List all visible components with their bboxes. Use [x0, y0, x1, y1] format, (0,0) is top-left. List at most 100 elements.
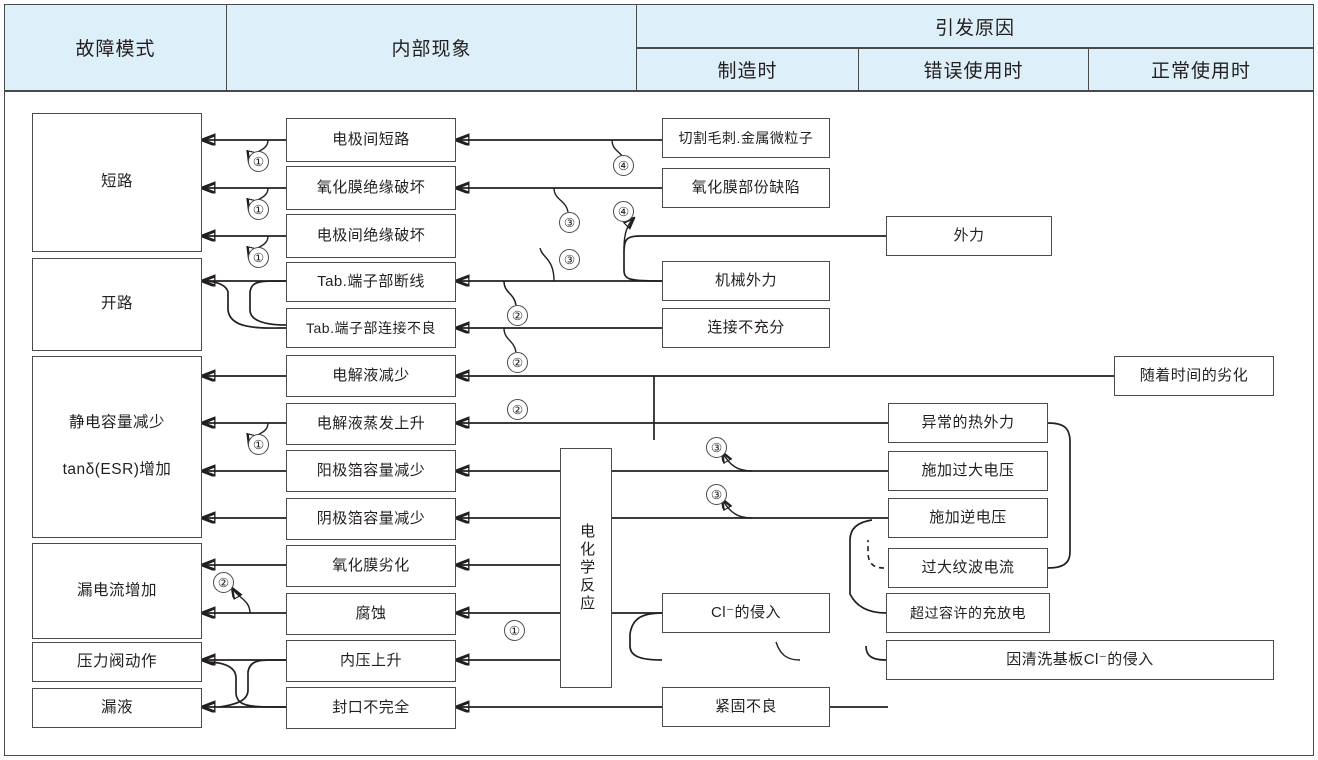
cause-external-force[interactable]: 外力 [886, 216, 1052, 256]
internal-electrolyte-evp-label: 电解液蒸发上升 [316, 414, 426, 432]
header-sub-manufacture: 制造时 [636, 48, 858, 91]
marker-3-c-label: ③ [710, 441, 723, 455]
internal-tab-break[interactable]: Tab.端子部断线 [286, 262, 456, 302]
header-sub-normal-label: 正常使用时 [1150, 61, 1251, 82]
cause-cl-wash[interactable]: 因清洗基板Cl⁻的侵入 [886, 640, 1274, 680]
marker-2-d: ② [213, 572, 234, 593]
header-sub-misuse: 错误使用时 [858, 48, 1088, 91]
internal-oxide-degrade[interactable]: 氧化膜劣化 [286, 545, 456, 587]
cause-burr-label: 切割毛刺.金属微粒子 [678, 129, 814, 146]
cause-cl-intrusion-label: Cl⁻的侵入 [710, 603, 782, 621]
failure-mode-open-label: 开路 [100, 295, 133, 313]
marker-1-b: ① [248, 199, 269, 220]
cause-bad-crimp[interactable]: 紧固不良 [662, 687, 830, 727]
cause-cl-wash-label: 因清洗基板Cl⁻的侵入 [1006, 650, 1154, 668]
marker-3-b-label: ③ [563, 253, 576, 267]
marker-4-b: ④ [613, 201, 634, 222]
cause-ripple-current[interactable]: 过大纹波电流 [888, 548, 1048, 588]
marker-1-a: ① [248, 151, 269, 172]
internal-pressure-rise[interactable]: 内压上升 [286, 640, 456, 682]
cause-cl-intrusion[interactable]: Cl⁻的侵入 [662, 593, 830, 633]
failure-mode-short-label: 短路 [100, 173, 133, 191]
marker-3-a-label: ③ [563, 216, 576, 230]
marker-3-d: ③ [706, 484, 727, 505]
cause-oxide-defect[interactable]: 氧化膜部份缺陷 [662, 168, 830, 208]
internal-pressure-rise-label: 内压上升 [339, 651, 402, 669]
marker-3-b: ③ [559, 249, 580, 270]
header-internal: 内部现象 [226, 4, 636, 91]
marker-2-d-label: ② [217, 576, 230, 590]
cause-burr[interactable]: 切割毛刺.金属微粒子 [662, 118, 830, 158]
internal-elec-insul[interactable]: 电极间绝缘破坏 [286, 214, 456, 258]
cause-abnormal-heat[interactable]: 异常的热外力 [888, 403, 1048, 443]
marker-2-c: ② [507, 399, 528, 420]
internal-elec-short[interactable]: 电极间短路 [286, 118, 456, 162]
internal-cathode-cap[interactable]: 阴极箔容量减少 [286, 498, 456, 540]
cause-abnormal-heat-label: 异常的热外力 [921, 413, 1015, 431]
marker-1-b-label: ① [252, 203, 265, 217]
failure-mode-valve[interactable]: 压力阀动作 [32, 642, 202, 682]
failure-mode-leakage[interactable]: 漏液 [32, 688, 202, 728]
marker-2-a-label: ② [511, 309, 524, 323]
failure-mode-cap-drop[interactable]: 静电容量减少 tanδ(ESR)增加 [32, 356, 202, 538]
header-internal-label: 内部现象 [391, 39, 472, 60]
internal-elec-short-label: 电极间短路 [332, 130, 410, 148]
internal-anode-cap-label: 阳极箔容量减少 [316, 461, 426, 479]
internal-electrolyte-dec-label: 电解液减少 [332, 366, 410, 384]
internal-seal-incomplete[interactable]: 封口不完全 [286, 687, 456, 729]
failure-mode-cap-drop-label: 静电容量减少 [68, 414, 165, 432]
cause-external-force-label: 外力 [953, 226, 985, 244]
cause-bad-crimp-label: 紧固不良 [714, 697, 777, 715]
marker-4-a-label: ④ [617, 159, 630, 173]
internal-tab-badconn-label: Tab.端子部连接不良 [306, 319, 436, 336]
electrochemical-reaction-label: 电化学反应 [578, 523, 596, 613]
header-sub-manufacture-label: 制造时 [717, 61, 778, 82]
marker-3-a: ③ [559, 212, 580, 233]
marker-1-e-label: ① [508, 624, 521, 638]
marker-1-a-label: ① [252, 155, 265, 169]
cause-bad-conn[interactable]: 连接不充分 [662, 308, 830, 348]
failure-mode-valve-label: 压力阀动作 [76, 652, 157, 670]
cause-mech-force[interactable]: 机械外力 [662, 261, 830, 301]
internal-oxide-insul-label: 氧化膜绝缘破坏 [316, 178, 426, 196]
marker-1-d: ① [248, 434, 269, 455]
header-failure-mode-label: 故障模式 [75, 39, 156, 60]
internal-oxide-insul[interactable]: 氧化膜绝缘破坏 [286, 166, 456, 210]
header-sub-misuse-label: 错误使用时 [923, 61, 1024, 82]
failure-mode-leak-current-label: 漏电流增加 [76, 581, 157, 599]
internal-electrolyte-dec[interactable]: 电解液减少 [286, 355, 456, 397]
marker-2-b: ② [507, 352, 528, 373]
cause-mech-force-label: 机械外力 [714, 271, 777, 289]
internal-corrosion-label: 腐蚀 [355, 604, 387, 622]
marker-2-a: ② [507, 305, 528, 326]
cause-aging[interactable]: 随着时间的劣化 [1114, 356, 1274, 396]
failure-mode-open[interactable]: 开路 [32, 258, 202, 351]
header-cause-group: 引发原因 [636, 4, 1314, 48]
internal-anode-cap[interactable]: 阳极箔容量减少 [286, 450, 456, 492]
marker-4-a: ④ [613, 155, 634, 176]
cause-reverse-voltage[interactable]: 施加逆电压 [888, 498, 1048, 538]
marker-1-d-label: ① [252, 438, 265, 452]
internal-oxide-degrade-label: 氧化膜劣化 [332, 556, 410, 574]
cause-bad-conn-label: 连接不充分 [707, 318, 785, 336]
internal-elec-insul-label: 电极间绝缘破坏 [316, 226, 426, 244]
marker-4-b-label: ④ [617, 205, 630, 219]
marker-3-c: ③ [706, 437, 727, 458]
cause-overcharge-label: 超过容许的充放电 [910, 604, 1026, 621]
internal-cathode-cap-label: 阴极箔容量减少 [316, 509, 426, 527]
cause-reverse-voltage-label: 施加逆电压 [929, 508, 1007, 526]
failure-mode-short[interactable]: 短路 [32, 113, 202, 252]
marker-2-b-label: ② [511, 356, 524, 370]
marker-1-c: ① [248, 247, 269, 268]
internal-seal-incomplete-label: 封口不完全 [332, 698, 410, 716]
electrochemical-reaction-box[interactable]: 电化学反应 [560, 448, 612, 688]
internal-electrolyte-evp[interactable]: 电解液蒸发上升 [286, 403, 456, 445]
marker-1-c-label: ① [252, 251, 265, 265]
internal-tab-badconn[interactable]: Tab.端子部连接不良 [286, 308, 456, 348]
internal-corrosion[interactable]: 腐蚀 [286, 593, 456, 635]
cause-overcharge[interactable]: 超过容许的充放电 [886, 593, 1050, 633]
failure-mode-leak-current[interactable]: 漏电流增加 [32, 543, 202, 639]
marker-3-d-label: ③ [710, 488, 723, 502]
cause-overvoltage[interactable]: 施加过大电压 [888, 451, 1048, 491]
